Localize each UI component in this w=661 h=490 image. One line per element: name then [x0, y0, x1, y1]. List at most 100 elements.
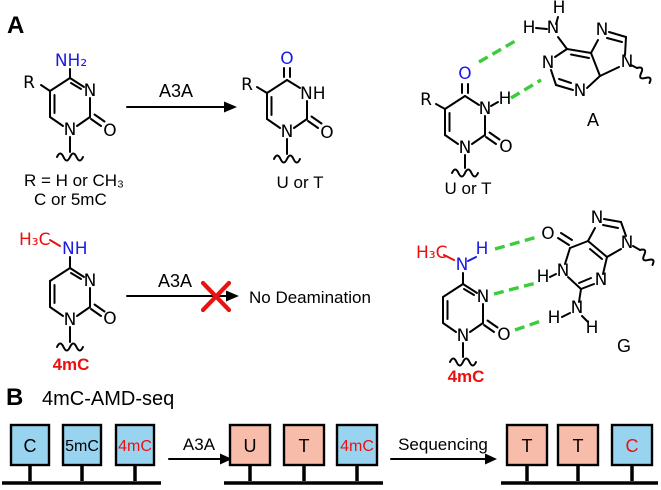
sugar-wavy-line [56, 342, 84, 352]
dna-strand-input: C 5mC 4mC [2, 423, 161, 485]
adenine-bonds [535, 16, 652, 91]
paired-fourmc-bonds [442, 254, 499, 367]
guanine-n1-h: H [537, 267, 550, 287]
u-or-t-caption: U or T [277, 173, 324, 192]
fourmc-guanine-pair: H₃C N H N N O 4mC [416, 208, 655, 386]
base-label: T [573, 436, 584, 456]
guanine-o6: O [541, 224, 554, 244]
deamination-arrow: A3A [126, 81, 237, 113]
base-label: 4mC [118, 438, 152, 455]
base-box-c [9, 423, 51, 467]
n3-atom: N [477, 287, 490, 307]
sugar-wavy-line [273, 154, 301, 164]
adenine-amine-h-top: H [553, 0, 566, 18]
uracil-product-structure: O NH N O R U or T [241, 49, 334, 192]
methyl-h3c-label: H₃C [19, 230, 50, 250]
arrowhead [220, 453, 232, 465]
r-group-label: R [420, 90, 432, 110]
base-label: 4mC [340, 438, 374, 455]
carbonyl-o2-atom: O [499, 137, 512, 157]
carbonyl-o-atom: O [497, 325, 510, 345]
fourmc-caption: 4mC [448, 367, 485, 386]
base-label: C [24, 436, 37, 456]
ut-adenine-pair: O N H N O R U or T N N N [420, 0, 652, 198]
guanine-amine-h-left: H [548, 308, 561, 328]
guanine-bonds [549, 218, 655, 323]
enzyme-label-3: A3A [183, 435, 216, 454]
product-bonds [256, 67, 323, 164]
backbone-wavy-line [636, 66, 652, 84]
base-label: T [299, 436, 310, 456]
base-box-4mc [114, 423, 156, 467]
backbone-wavy-line [639, 248, 655, 266]
carbonyl-o-atom: O [103, 121, 116, 141]
guanine-caption: G [617, 336, 631, 356]
fourmc-caption: 4mC [53, 355, 90, 374]
n1-atom: N [457, 326, 470, 346]
n4-methyl-nh-label: NH [62, 239, 88, 259]
n1-atom: N [459, 138, 472, 158]
paired-uracil-bonds [435, 83, 501, 178]
methyl-bond-red [443, 254, 455, 261]
base-box-t [505, 423, 549, 467]
hydrogen-bond [514, 319, 542, 332]
c-definition: C or 5mC [34, 190, 107, 209]
n4-amine-n-blue: N [456, 255, 469, 275]
base-label: C [626, 436, 639, 456]
sequencing-label: Sequencing [398, 435, 488, 454]
sugar-wavy-line [449, 357, 477, 367]
guanine-amine-n: N [571, 298, 584, 318]
n4-amine-h-blue: H [476, 239, 489, 259]
cytosine-bonds [40, 68, 106, 162]
cytosine-structure: NH₂ N N O R R = H or CH₃ C or 5mC [23, 51, 124, 209]
panel-a-label: A [7, 12, 24, 39]
adenine-caption: A [587, 110, 599, 130]
adenine-amine-n: N [547, 18, 560, 38]
arrowhead [485, 453, 497, 465]
amine-nh2-label: NH₂ [55, 51, 87, 71]
adenine-n1: N [542, 53, 555, 73]
panel-b-label: B [6, 384, 23, 411]
hydrogen-bond [510, 78, 542, 100]
base-box-u [228, 423, 272, 467]
n3-h-atom: H [499, 89, 512, 109]
no-deamination-label: No Deamination [249, 288, 371, 307]
methyl-bond-red [49, 239, 61, 247]
adenine-amine-h-left: H [523, 18, 536, 38]
base-label: 5mC [65, 438, 99, 455]
n3-atom: N [84, 271, 97, 291]
dna-strand-readout: T T C [501, 423, 658, 485]
n1-atom: N [281, 122, 294, 142]
panelb-a3a-arrow: A3A [168, 435, 232, 465]
methyl-h3c-label: H₃C [416, 243, 447, 263]
panel-b-title: 4mC-AMD-seq [42, 388, 174, 410]
base-box-t [282, 423, 326, 467]
arrowhead [226, 290, 239, 302]
hydrogen-bond [493, 281, 537, 296]
base-label: U [244, 436, 257, 456]
enzyme-label-2: A3A [158, 271, 192, 291]
u-or-t-caption: U or T [445, 179, 492, 198]
panelb-sequencing-arrow: Sequencing [390, 435, 497, 465]
hydrogen-bond [478, 38, 518, 64]
carbonyl-o4-blue: O [458, 64, 471, 84]
base-label: T [522, 436, 533, 456]
n1-atom: N [64, 120, 77, 140]
n1-atom: N [64, 310, 77, 330]
sugar-wavy-line [56, 152, 84, 162]
red-x-mark [200, 280, 232, 313]
guanine-amine-h-right: H [586, 318, 599, 338]
adenine-n9: N [621, 52, 634, 72]
n-h-bond-blue [467, 256, 477, 262]
guanine-n3: N [595, 270, 608, 290]
r-group-label: R [23, 73, 35, 93]
guanine-n9: N [621, 233, 634, 253]
carbonyl-o4-blue: O [280, 49, 293, 69]
fourmc-structure: H₃C NH N N O 4mC [19, 230, 117, 374]
n3h-label: NH [300, 84, 326, 104]
guanine-n1: N [557, 261, 570, 281]
adenine-n3: N [574, 81, 587, 101]
sugar-wavy-line [451, 168, 479, 178]
r-definition: R = H or CH₃ [24, 171, 124, 190]
